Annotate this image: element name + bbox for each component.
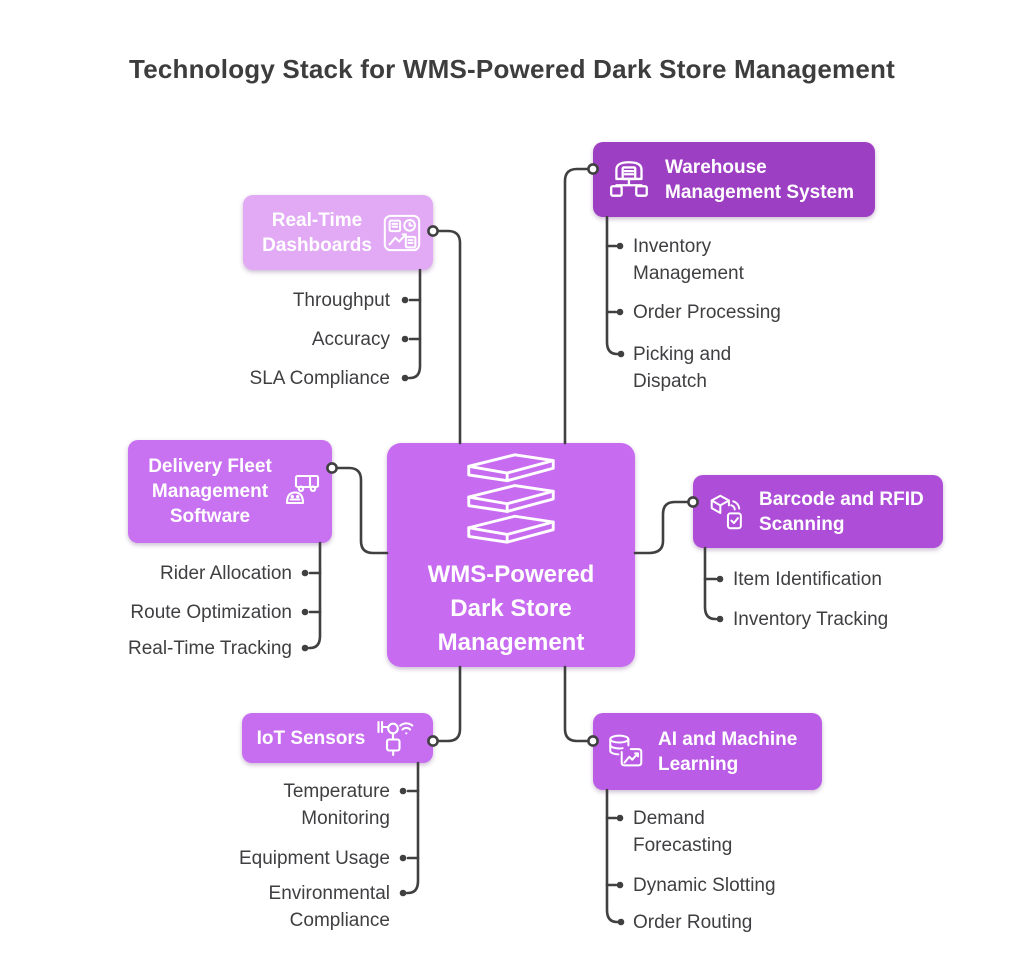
warehouse-network-icon: [610, 160, 648, 197]
node-delivery-fleet-management-software: Delivery Fleet Management Software: [128, 440, 332, 543]
branch-item: Temperature Monitoring: [283, 781, 390, 829]
iot-sensor-icon: [377, 720, 414, 757]
box-scan-icon: [710, 494, 742, 529]
branch-node-label: Real-Time Dashboards: [262, 209, 372, 256]
node-warehouse-management-system: Warehouse Management System: [593, 142, 875, 217]
center-node-label: WMS-Powered Dark Store Management: [427, 561, 595, 656]
branch-item: Environmental Compliance: [268, 883, 390, 931]
branch-item: Accuracy: [311, 329, 390, 350]
node-wms-powered-dark-store-management: WMS-Powered Dark Store Management: [387, 443, 635, 667]
branch-item: Inventory Management: [633, 236, 744, 284]
branch-node-label: Warehouse Management System: [665, 156, 855, 203]
branch-node-label: AI and Machine Learning: [658, 728, 798, 775]
truck-rider-icon: [285, 474, 320, 504]
node-real-time-dashboards: Real-Time Dashboards: [243, 195, 433, 270]
branch-item: Inventory Tracking: [733, 609, 889, 630]
branch-item: Item Identification: [733, 569, 882, 590]
branch-item: Order Routing: [633, 912, 753, 933]
page-title: Technology Stack for WMS-Powered Dark St…: [129, 54, 895, 84]
node-iot-sensors: IoT Sensors: [242, 713, 433, 763]
node-ai-and-machine-learning: AI and Machine Learning: [593, 713, 822, 790]
branch-item: Route Optimization: [130, 602, 292, 623]
database-chart-icon: [609, 734, 643, 766]
branch-item: Picking and Dispatch: [633, 344, 732, 392]
branch-item: SLA Compliance: [249, 368, 390, 389]
node-barcode-and-rfid-scanning: Barcode and RFID Scanning: [693, 475, 943, 548]
branch-node-label: IoT Sensors: [256, 727, 366, 749]
branch-item: Demand Forecasting: [633, 808, 733, 856]
branch-item: Real-Time Tracking: [127, 638, 292, 659]
branch-item: Equipment Usage: [238, 848, 390, 869]
dashboard-panel-icon: [383, 214, 421, 251]
stacked-layers-icon: [467, 453, 555, 544]
branch-item: Dynamic Slotting: [633, 875, 776, 896]
branch-item: Order Processing: [633, 302, 781, 323]
branch-node-label: Barcode and RFID Scanning: [759, 488, 924, 535]
branch-item: Rider Allocation: [159, 563, 292, 584]
branch-item: Throughput: [292, 290, 390, 311]
branch-node-label: Delivery Fleet Management Software: [148, 456, 272, 527]
